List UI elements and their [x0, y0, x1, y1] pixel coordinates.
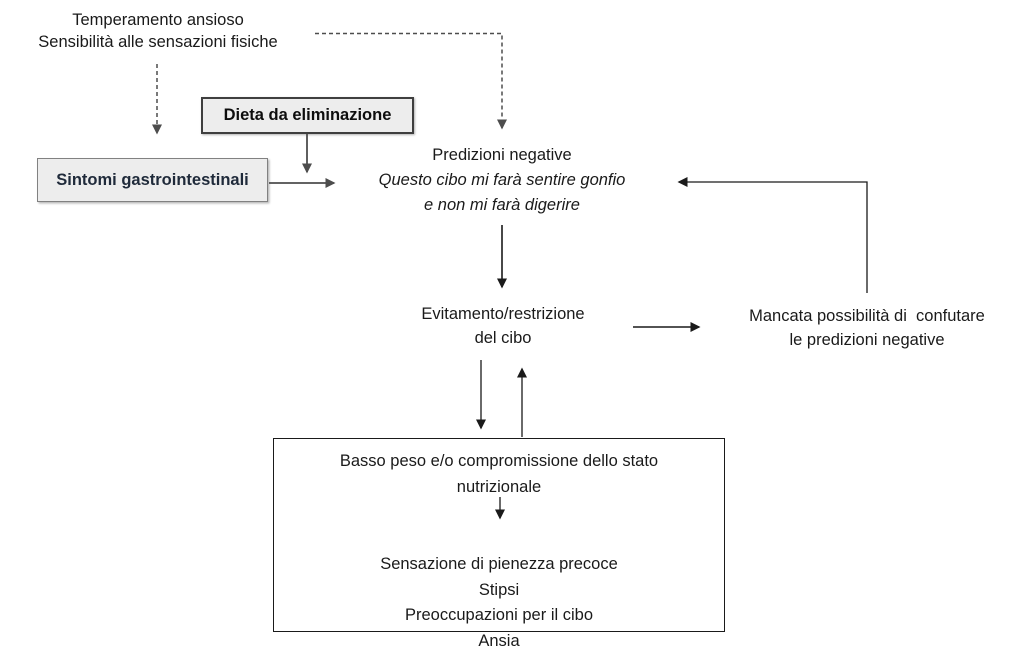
elimination-diet-label: Dieta da eliminazione [223, 106, 392, 124]
gi-symptoms-box: Sintomi gastrointestinali [37, 158, 268, 202]
negative-predictions-node: Predizioni negative Questo cibo mi farà … [342, 143, 662, 218]
no-disconfirmation-line2: le predizioni negative [789, 331, 945, 349]
temperament-node: Temperamento ansioso Sensibilità alle se… [10, 9, 306, 53]
negative-predictions-title: Predizioni negative [432, 146, 572, 164]
temperament-line2: Sensibilità alle sensazioni fisiche [38, 33, 278, 51]
edge-disconfirmation-to-predictions-feedback-arrow [677, 177, 868, 293]
food-avoidance-line1: Evitamento/restrizione [421, 305, 585, 323]
consequence-constipation: Stipsi [478, 580, 520, 599]
gi-symptoms-label: Sintomi gastrointestinali [56, 170, 249, 189]
low-weight-outcome-box: Basso peso e/o compromissione dello stat… [273, 438, 725, 647]
elimination-diet-box: Dieta da eliminazione [201, 97, 414, 134]
low-weight-line1: Basso peso e/o compromissione dello stat… [339, 452, 659, 470]
food-avoidance-line2: del cibo [474, 329, 532, 347]
no-disconfirmation-line1: Mancata possibilità di confutare [749, 307, 985, 325]
low-weight-line2: nutrizionale [456, 477, 542, 496]
food-avoidance-node: Evitamento/restrizione del cibo [353, 302, 653, 350]
consequence-food-worry: Preoccupazioni per il cibo [404, 606, 594, 624]
consequence-early-fullness: Sensazione di pienezza precoce [380, 555, 618, 573]
low-weight-inner-arrow-gap [274, 500, 724, 552]
negative-predictions-quote-line1: Questo cibo mi farà sentire gonfio [378, 171, 626, 189]
negative-predictions-quote-line2: e non mi farà digerire [424, 196, 580, 214]
temperament-line1: Temperamento ansioso [72, 11, 244, 29]
consequence-anxiety: Ansia [478, 631, 520, 647]
no-disconfirmation-node: Mancata possibilità di confutare le pred… [717, 304, 1017, 352]
